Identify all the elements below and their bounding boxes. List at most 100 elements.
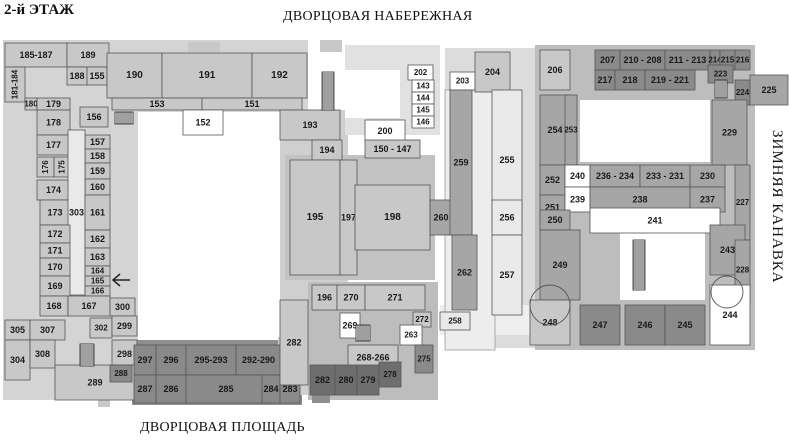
room-label: 206 <box>547 65 562 75</box>
room-label: 259 <box>453 158 468 168</box>
room-204: 204 <box>474 51 511 93</box>
room-label: 296 <box>163 355 178 365</box>
room-label: 288 <box>114 369 128 378</box>
room-287: 287 <box>133 374 157 404</box>
room-label: 240 <box>570 171 585 181</box>
room-296: 296 <box>155 344 187 376</box>
room-shape <box>39 199 71 226</box>
room-label: 224 <box>736 88 750 97</box>
room-label: 168 <box>46 301 61 311</box>
room-label: 192 <box>271 70 288 81</box>
room-label: 194 <box>319 145 334 155</box>
room-label: 216 <box>736 56 750 65</box>
room-143: 143 <box>411 79 435 93</box>
room-181-184: 181-184 <box>4 66 26 103</box>
room-label: 275 <box>417 355 431 364</box>
room-label: 254 <box>547 125 562 135</box>
room-257: 257 <box>491 234 523 316</box>
room-282: 282 <box>309 364 336 396</box>
room-label: 285 <box>218 384 233 394</box>
room-label: 282 <box>315 375 330 385</box>
room-label: 215 <box>721 56 735 65</box>
room-279: 279 <box>356 364 380 396</box>
room-217: 217 <box>594 69 616 91</box>
room-label: 249 <box>552 260 567 270</box>
room-label: 174 <box>46 185 61 195</box>
room-shape <box>54 364 136 401</box>
room-229: 229 <box>711 99 748 166</box>
room-218: 218 <box>614 69 646 91</box>
room-153: 153 <box>111 97 203 111</box>
room-label: 237 <box>700 195 715 205</box>
room-185-187: 185-187 <box>4 42 68 68</box>
room-198: 198 <box>354 184 431 251</box>
room-shape <box>36 109 71 136</box>
room-label: 260 <box>433 213 448 223</box>
room-label: 287 <box>137 384 152 394</box>
room-label: 190 <box>126 70 143 81</box>
room-label: 230 <box>700 171 715 181</box>
room-152: 152 <box>182 109 224 136</box>
room-shape <box>279 299 309 386</box>
room-label: 203 <box>456 77 470 86</box>
room-label: 258 <box>448 317 462 326</box>
room-label: 300 <box>115 302 130 312</box>
room-shape <box>84 194 111 231</box>
room-shape <box>451 234 478 311</box>
room-label: 292-290 <box>242 355 275 365</box>
room-shape <box>155 344 187 376</box>
room-162: 162 <box>84 229 111 249</box>
room-280: 280 <box>334 364 358 396</box>
room-292-290: 292-290 <box>235 344 282 376</box>
room-label: 207 <box>600 55 615 65</box>
room-label: 223 <box>714 70 728 79</box>
room-shape <box>399 324 423 346</box>
room-label: 176 <box>41 160 50 174</box>
room-shape <box>749 74 789 106</box>
room-label: 298 <box>117 349 132 359</box>
room-label: 158 <box>90 151 105 161</box>
room-label: 252 <box>545 175 560 185</box>
room-145: 145 <box>411 103 435 117</box>
room-label: 180 <box>24 100 38 109</box>
room-shape <box>4 339 31 381</box>
room-label: 308 <box>35 349 50 359</box>
room-label: 177 <box>46 140 61 150</box>
room-258: 258 <box>439 311 471 331</box>
room-label: 162 <box>90 234 105 244</box>
room-195: 195 <box>289 159 341 276</box>
room-label: 238 <box>632 195 647 205</box>
room-label: 197 <box>341 213 356 223</box>
room-shape <box>711 99 748 166</box>
room-label: 272 <box>415 315 429 324</box>
room-shape <box>564 186 591 213</box>
room-label: 160 <box>90 182 105 192</box>
room-278: 278 <box>378 361 402 388</box>
room-298: 298 <box>111 339 138 369</box>
room-label: 164 <box>91 267 105 276</box>
room-label: 283 <box>282 384 297 394</box>
room-label: 161 <box>90 208 105 218</box>
room-label: 263 <box>404 331 418 340</box>
room-shape <box>251 52 308 99</box>
room-label: 144 <box>416 94 430 103</box>
room-233-231: 233 - 231 <box>639 164 691 188</box>
room-197: 197 <box>339 159 358 276</box>
room-label: 225 <box>761 85 776 95</box>
room-260: 260 <box>429 199 453 236</box>
room-label: 191 <box>199 70 216 81</box>
room-label: 188 <box>69 71 84 81</box>
room-shape <box>354 184 431 251</box>
rotunda-outline <box>710 275 744 309</box>
room-285: 285 <box>185 374 267 404</box>
room-label: 236 - 234 <box>596 171 634 181</box>
room-label: 145 <box>416 106 430 115</box>
room-shape <box>155 374 187 404</box>
room-label: 152 <box>195 118 210 128</box>
label-winter-canal: ЗИМНЯЯ КАНАВКА <box>769 130 785 284</box>
room-label: 279 <box>360 375 375 385</box>
room-label: 305 <box>10 325 25 335</box>
room-label: 211 - 213 <box>669 55 707 65</box>
